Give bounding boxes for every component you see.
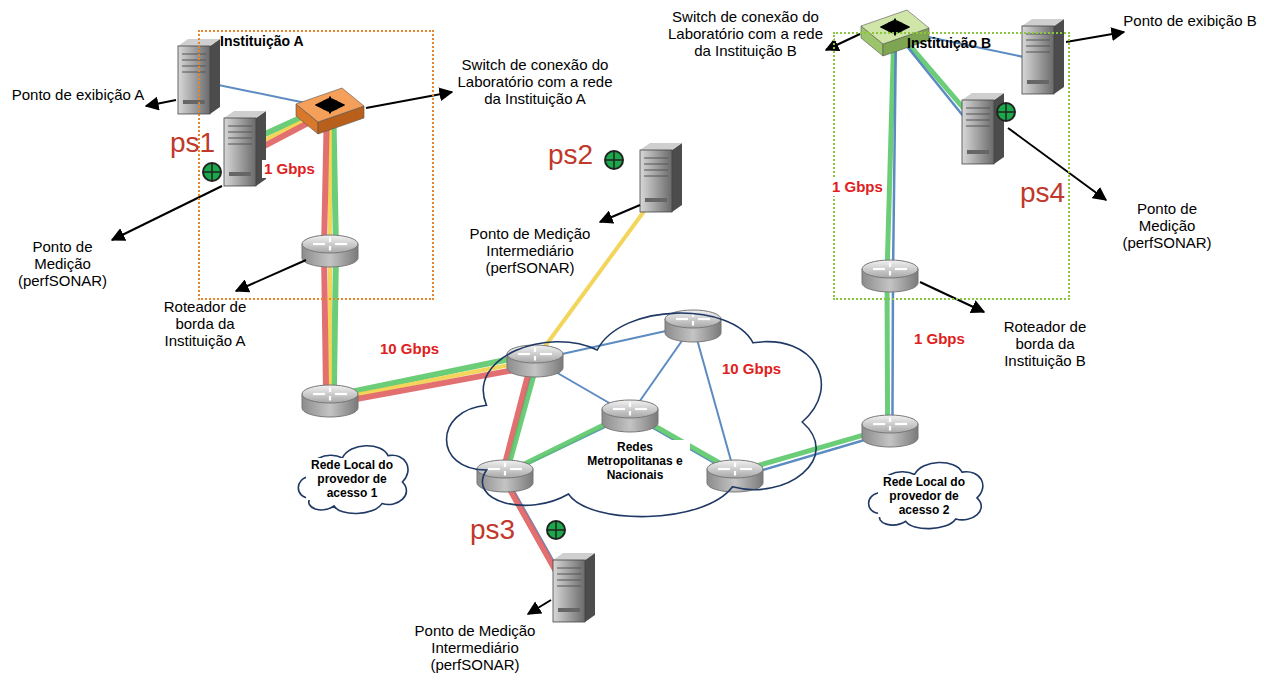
box-title: Instituição B <box>907 35 991 51</box>
leader-arrow <box>600 205 640 222</box>
label-holder: ps3 <box>470 515 515 545</box>
probe-name: ps4 <box>1020 178 1065 208</box>
router-icon <box>507 345 563 377</box>
label-holder: ps2 <box>548 140 593 170</box>
network-cloud: Rede Local do provedor de acesso 1 <box>292 438 412 518</box>
cloud-label: Redes Metropolitanas e Nacionais <box>580 440 690 482</box>
link-speed: 10 Gbps <box>378 340 441 358</box>
server-icon <box>640 143 682 212</box>
callout-text: Ponto de Medição Intermediário (perfSONA… <box>400 622 550 673</box>
label-holder: Roteador de borda da Instituição A <box>150 298 260 349</box>
probe-name: ps2 <box>548 140 593 170</box>
leader-arrow <box>236 260 306 291</box>
label-holder: Roteador de borda da Instituição B <box>990 318 1100 369</box>
router-icon <box>477 460 533 492</box>
probe-dot <box>605 151 623 169</box>
leader-arrow <box>826 34 860 50</box>
probe-name: ps1 <box>170 128 215 158</box>
label-holder: Ponto de exibição A <box>8 86 148 103</box>
router-icon <box>862 260 918 292</box>
link-speed: 1 Gbps <box>830 178 885 196</box>
server-icon <box>553 553 595 622</box>
switch-arrow <box>316 104 326 106</box>
leader-arrow <box>920 282 984 312</box>
link-speed: 1 Gbps <box>262 160 317 178</box>
institution-box: Instituição B <box>833 32 1070 300</box>
server-icon <box>1022 19 1064 94</box>
label-holder: Switch de conexão do Laboratório com a r… <box>658 8 833 59</box>
yellow-path <box>535 195 656 360</box>
cloud-outline <box>425 290 835 530</box>
link-speed: 10 Gbps <box>720 360 783 378</box>
label-holder: 10 Gbps <box>720 360 783 378</box>
switch-icon <box>296 88 364 134</box>
switch-arrow <box>329 97 331 103</box>
callout-text: Ponto de Medição (perfSONAR) <box>1112 200 1222 251</box>
callout-text: Roteador de borda da Instituição B <box>990 318 1100 369</box>
leader-arrow <box>1066 32 1124 42</box>
switch-arrow <box>329 107 331 113</box>
switch-arrow <box>899 26 909 28</box>
leader-arrow <box>366 92 452 108</box>
callout-text: Ponto de exibição A <box>8 86 148 103</box>
label-holder: 10 Gbps <box>378 340 441 358</box>
router-icon <box>665 310 721 342</box>
router-icon <box>302 385 358 417</box>
probe-name: ps3 <box>470 515 515 545</box>
label-holder: Ponto de Medição Intermediário (perfSONA… <box>400 622 550 673</box>
label-holder: 1 Gbps <box>262 160 317 178</box>
callout-text: Roteador de borda da Instituição A <box>150 298 260 349</box>
switch-arrow <box>894 19 896 25</box>
router-icon <box>602 400 658 432</box>
label-holder: ps1 <box>170 128 215 158</box>
label-holder: Ponto de exibição B <box>1120 12 1260 29</box>
label-holder: Ponto de Medição Intermediário (perfSONA… <box>455 225 605 276</box>
leader-arrow <box>528 600 551 614</box>
leader-arrow <box>146 100 176 106</box>
switch-arrow <box>881 26 891 28</box>
switch-arrow <box>334 104 344 106</box>
label-holder: 1 Gbps <box>912 330 967 348</box>
network-link <box>736 33 978 478</box>
probe-dot <box>997 103 1015 121</box>
link-speed: 1 Gbps <box>912 330 967 348</box>
callout-text: Switch de conexão do Laboratório com a r… <box>658 8 833 59</box>
link-group <box>194 27 1038 591</box>
callout-text: Ponto de Medição (perfSONAR) <box>10 238 115 289</box>
device-group <box>178 10 1064 622</box>
label-holder: 1 Gbps <box>830 178 885 196</box>
label-holder: Ponto de Medição (perfSONAR) <box>1112 200 1222 251</box>
network-cloud: Redes Metropolitanas e Nacionais <box>425 290 835 530</box>
router-icon <box>862 415 918 447</box>
network-cloud: Rede Local do provedor de acesso 2 <box>862 455 987 533</box>
box-title: Instituição A <box>220 33 304 49</box>
callout-text: Ponto de Medição Intermediário (perfSONA… <box>455 225 605 276</box>
probe-dot <box>547 521 565 539</box>
server-icon <box>224 111 266 186</box>
label-holder: ps4 <box>1020 178 1065 208</box>
callout-text: Switch de conexão do Laboratório com a r… <box>455 56 615 107</box>
label-holder: Switch de conexão do Laboratório com a r… <box>455 56 615 107</box>
cloud-label: Rede Local do provedor de acesso 1 <box>306 458 398 500</box>
leader-group <box>112 32 1124 614</box>
leader-arrow <box>112 186 222 240</box>
label-holder: Ponto de Medição (perfSONAR) <box>10 238 115 289</box>
callout-text: Ponto de exibição B <box>1120 12 1260 29</box>
router-icon <box>302 235 358 267</box>
probe-dot <box>203 163 221 181</box>
server-icon <box>962 93 1004 164</box>
cloud-label: Rede Local do provedor de acesso 2 <box>878 475 970 517</box>
